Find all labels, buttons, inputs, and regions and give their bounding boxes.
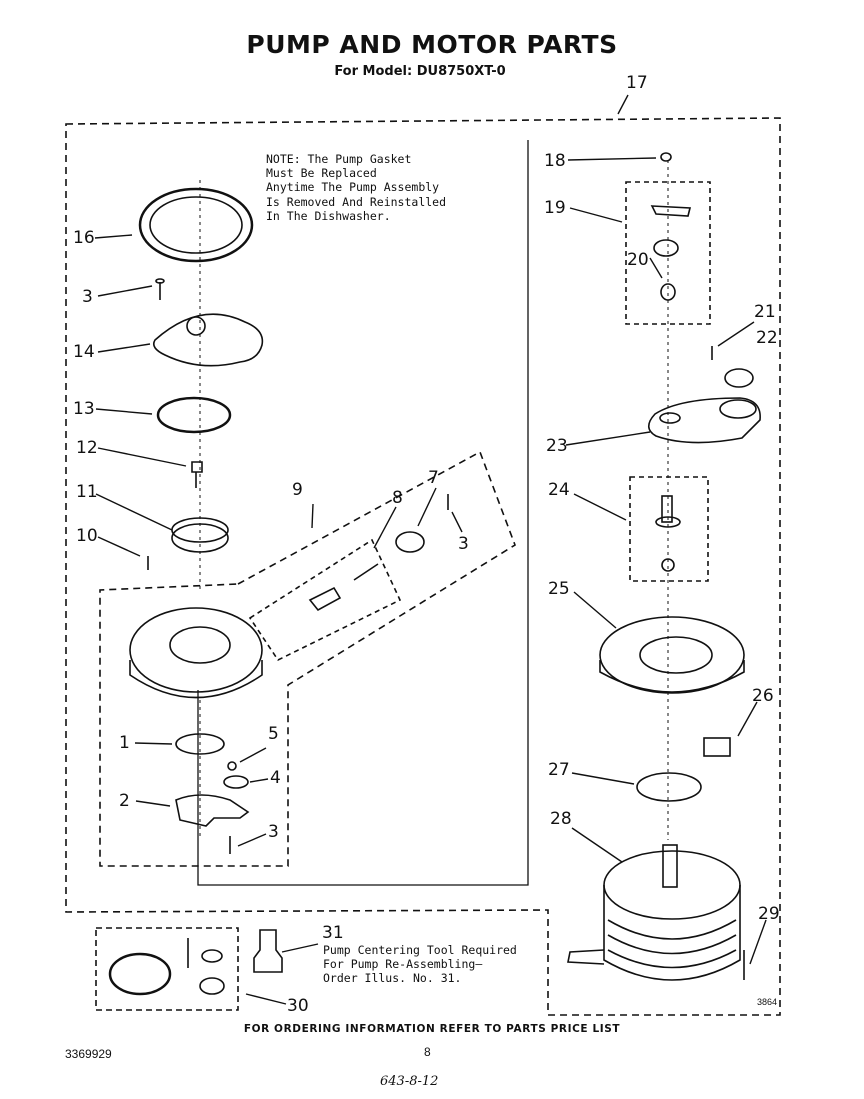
callout-17: 17 — [626, 73, 648, 93]
tool-note-line: Pump Centering Tool Required — [323, 943, 517, 957]
grommet-22 — [724, 368, 754, 388]
group-8-box — [248, 538, 402, 662]
filter-1 — [175, 733, 225, 755]
callout-5: 5 — [268, 724, 279, 744]
plate-23 — [647, 397, 761, 444]
pump-housing — [129, 607, 263, 693]
handwritten-note: 643-8-12 — [380, 1074, 439, 1089]
bolt-12 — [191, 461, 203, 488]
callout-3: 3 — [458, 534, 469, 554]
motor-housing-25 — [599, 616, 745, 694]
drawing-code: 3864 — [757, 997, 778, 1007]
callout-29: 29 — [758, 904, 780, 924]
callout-8: 8 — [392, 488, 403, 508]
callout-21: 21 — [754, 302, 776, 322]
callout-31: 31 — [322, 923, 344, 943]
group-30-box — [95, 927, 239, 1011]
callout-24: 24 — [548, 480, 570, 500]
group-19-box — [625, 181, 711, 325]
tool-note-line: Order Illus. No. 31. — [323, 971, 462, 985]
disc-27 — [636, 772, 702, 802]
callout-11: 11 — [76, 482, 98, 502]
callout-14: 14 — [73, 342, 95, 362]
centering-tool-note: Pump Centering Tool Required For Pump Re… — [323, 943, 543, 985]
spring-20a — [653, 239, 679, 257]
centering-tool-31 — [253, 929, 283, 973]
kit-gasket — [108, 952, 172, 996]
callout-10: 10 — [76, 526, 98, 546]
connector-26 — [703, 737, 731, 757]
callout-25: 25 — [548, 579, 570, 599]
bracket-19 — [650, 205, 692, 217]
motor-column-line — [197, 140, 529, 886]
callout-9: 9 — [292, 480, 303, 500]
callout-27: 27 — [548, 760, 570, 780]
spring-8 — [353, 563, 379, 581]
document-number: 3369929 — [65, 1047, 112, 1061]
ordering-info: FOR ORDERING INFORMATION REFER TO PARTS … — [243, 1023, 621, 1035]
callout-1: 1 — [119, 733, 130, 753]
pump-cover — [152, 313, 264, 367]
callout-23: 23 — [546, 436, 568, 456]
callout-26: 26 — [752, 686, 774, 706]
callout-22: 22 — [756, 328, 778, 348]
callout-16: 16 — [73, 228, 95, 248]
callout-2: 2 — [119, 791, 130, 811]
callout-19: 19 — [544, 198, 566, 218]
pump-gasket — [138, 187, 254, 263]
impeller-11 — [171, 523, 229, 553]
pump-housing-boundary — [99, 450, 516, 867]
valve-7 — [395, 531, 425, 553]
motor-28 — [603, 850, 741, 920]
callout-18: 18 — [544, 151, 566, 171]
seal-ring-13 — [156, 396, 232, 434]
group-24-box — [629, 476, 709, 582]
tool-note-line: For Pump Re-Assembling— — [323, 957, 483, 971]
callout-3: 3 — [82, 287, 93, 307]
ball-5 — [227, 761, 237, 771]
callout-3: 3 — [268, 822, 279, 842]
callout-28: 28 — [550, 809, 572, 829]
model-subtitle: For Model: DU8750XT-0 — [334, 64, 506, 79]
callout-12: 12 — [76, 438, 98, 458]
assembly-17-boundary — [65, 117, 781, 1016]
pump-base-2 — [175, 794, 250, 827]
callout-7: 7 — [428, 468, 439, 488]
page-title: PUMP AND MOTOR PARTS — [246, 30, 618, 59]
gasket-note: NOTE: The Pump Gasket Must Be Replaced A… — [266, 152, 447, 223]
page-number: 8 — [424, 1045, 431, 1059]
callout-13: 13 — [73, 399, 95, 419]
nut-18 — [660, 152, 672, 162]
callout-30: 30 — [287, 996, 309, 1016]
o-ring-4 — [223, 775, 249, 789]
shaft-24 — [661, 495, 673, 523]
callout-20: 20 — [627, 250, 649, 270]
bushing-20 — [660, 283, 676, 301]
callout-4: 4 — [270, 768, 281, 788]
